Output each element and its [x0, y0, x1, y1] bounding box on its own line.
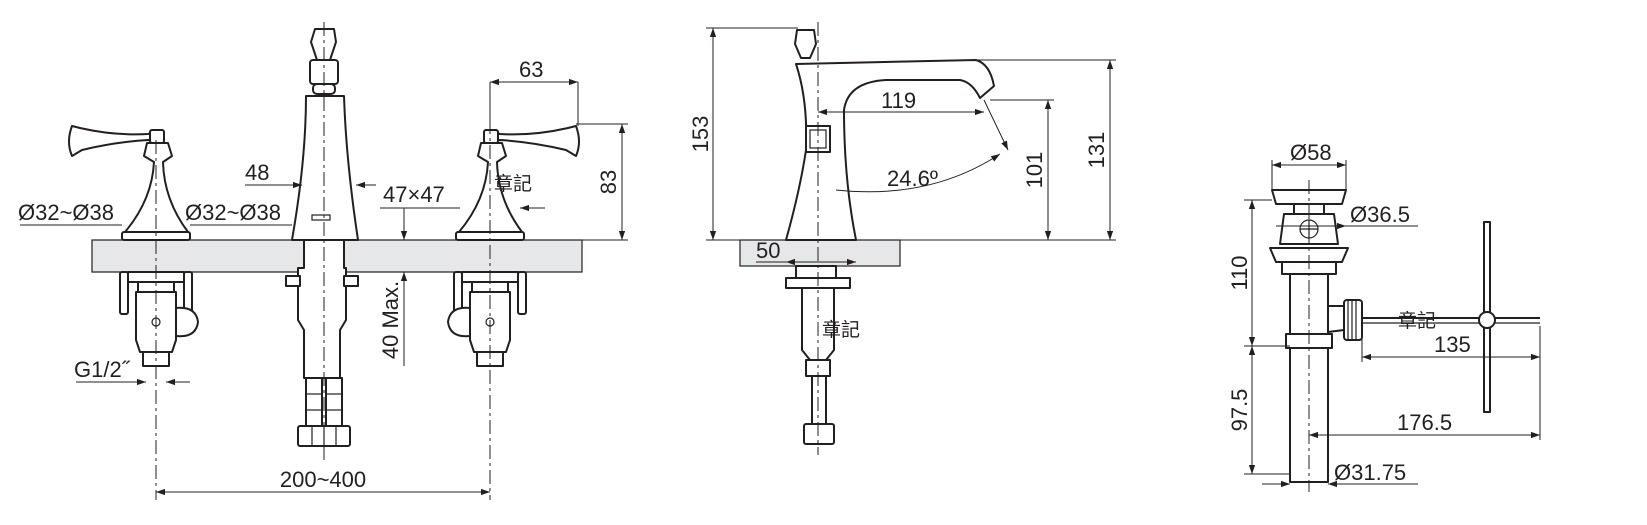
drain-view: Ø58 Ø36.5 110 97.5 135 176.5 Ø31.75 章記 — [1227, 140, 1541, 492]
tail-diameter-label: Ø31.75 — [1334, 460, 1406, 485]
cap-diameter-label: Ø58 — [1290, 140, 1332, 165]
spout-reach-label: 119 — [881, 88, 916, 113]
front-view: Ø32~Ø38 Ø32~Ø38 48 47×47 63 83 40 Max. G… — [18, 22, 628, 500]
rod-total-length-label: 176.5 — [1397, 410, 1452, 435]
upper-length-label: 110 — [1227, 255, 1252, 290]
deck-thickness-label: 40 Max. — [378, 281, 403, 359]
side-view: 153 119 24.6º 101 131 50 章記 — [688, 22, 1116, 455]
spout-top-height-label: 131 — [1084, 132, 1109, 169]
inlet-thread-label: G1/2˝ — [74, 357, 131, 382]
handle-offset-label: 63 — [519, 57, 543, 82]
handle-base-size-label: 47×47 — [383, 182, 445, 207]
drain-stamp-label: 章記 — [1398, 310, 1436, 332]
hole-diameter-center-label: Ø32~Ø38 — [185, 200, 281, 225]
handle-height-label: 83 — [596, 170, 621, 194]
flange-diameter-label: Ø36.5 — [1350, 202, 1410, 227]
total-height-label: 153 — [688, 116, 713, 153]
lower-length-label: 97.5 — [1227, 389, 1252, 432]
rod-length-label: 135 — [1434, 332, 1471, 357]
base-offset-label: 50 — [756, 238, 780, 263]
side-stamp-label: 章記 — [822, 319, 860, 341]
hole-diameter-left-label: Ø32~Ø38 — [18, 200, 114, 225]
front-stamp-label: 章記 — [494, 173, 532, 195]
spout-angle-label: 24.6º — [887, 166, 938, 191]
center-spread-label: 200~400 — [280, 467, 366, 492]
outlet-height-label: 101 — [1022, 152, 1047, 189]
spout-base-width-label: 48 — [245, 160, 269, 185]
center-spout — [285, 28, 359, 447]
